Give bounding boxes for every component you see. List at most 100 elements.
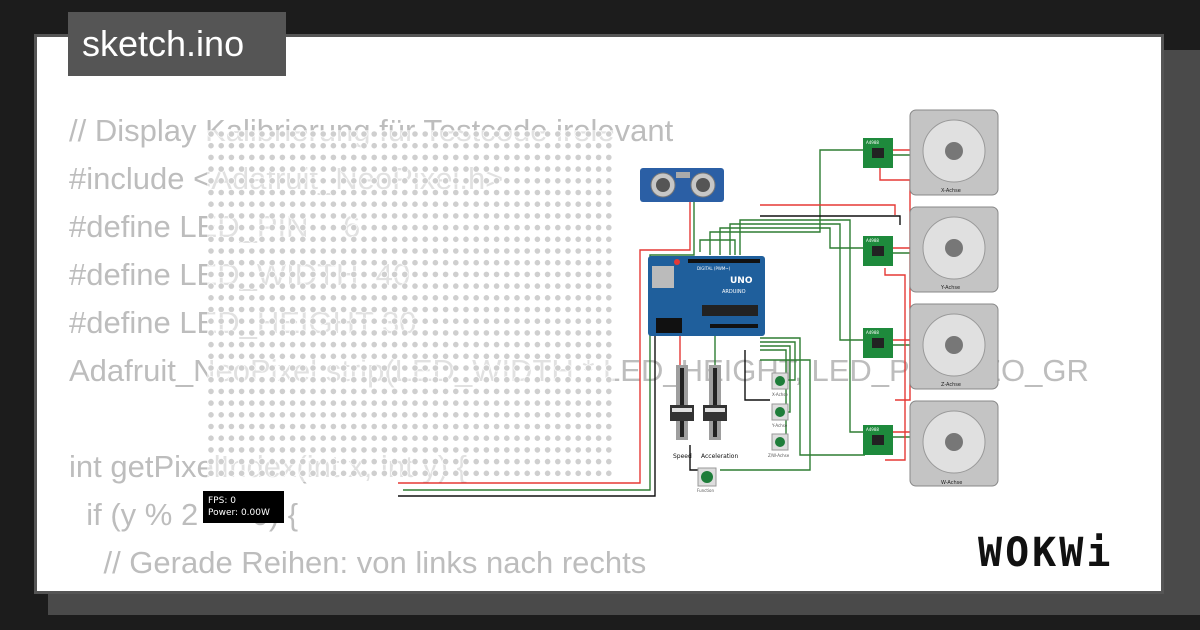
led-pixel	[411, 259, 419, 267]
led-pixel	[574, 329, 582, 337]
led-pixel	[238, 177, 246, 185]
led-pixel	[594, 399, 603, 407]
led-pixel	[462, 329, 470, 337]
led-pixel	[217, 434, 225, 442]
led-pixel	[513, 364, 521, 372]
led-pixel	[217, 294, 225, 302]
led-pixel	[564, 469, 572, 477]
led-pixel	[554, 153, 562, 161]
driver-y[interactable]: A4988	[863, 236, 893, 266]
led-pixel	[594, 411, 603, 419]
led-pixel	[452, 399, 460, 407]
led-pixel	[238, 340, 246, 349]
led-pixel	[299, 282, 307, 290]
led-pixel	[401, 235, 409, 243]
led-pixel	[513, 340, 521, 349]
led-pixel	[594, 376, 603, 384]
led-pixel	[503, 130, 511, 138]
led-pixel	[278, 224, 286, 232]
button-y-achse[interactable]	[771, 403, 789, 421]
led-pixel	[360, 188, 368, 197]
led-pixel	[492, 235, 501, 243]
led-pixel	[258, 364, 266, 372]
led-pixel	[248, 177, 256, 185]
led-pixel	[288, 212, 297, 220]
motor-z[interactable]	[909, 303, 999, 390]
led-pixel	[533, 434, 542, 442]
led-pixel	[350, 399, 358, 407]
motor-y[interactable]	[909, 206, 999, 293]
led-pixel	[431, 364, 439, 372]
led-pixel	[605, 294, 613, 302]
led-pixel	[227, 294, 235, 302]
led-pixel	[554, 329, 562, 337]
led-pixel	[533, 247, 542, 255]
led-pixel	[288, 142, 297, 150]
led-pixel	[288, 340, 297, 349]
led-pixel	[401, 399, 409, 407]
driver-z[interactable]: A4988	[863, 328, 893, 358]
arduino-brand: ARDUINO	[722, 289, 746, 295]
led-pixel	[258, 434, 266, 442]
led-pixel	[401, 364, 409, 372]
led-pixel	[574, 294, 582, 302]
led-pixel	[462, 130, 470, 138]
led-pixel	[482, 247, 490, 255]
slider-speed[interactable]	[670, 365, 694, 440]
button-z-w-achse[interactable]	[771, 433, 789, 451]
led-pixel	[217, 270, 225, 278]
button-x-achse[interactable]	[771, 372, 789, 390]
led-pixel	[482, 469, 490, 477]
led-pixel	[309, 469, 317, 477]
led-pixel	[533, 294, 542, 302]
slider-acceleration[interactable]	[703, 365, 727, 440]
led-pixel	[309, 153, 317, 161]
led-pixel	[380, 130, 388, 138]
led-pixel	[360, 317, 368, 325]
led-pixel	[543, 177, 552, 185]
led-pixel	[238, 200, 246, 208]
led-pixel	[452, 270, 460, 278]
button-function[interactable]	[697, 467, 717, 487]
led-pixel	[278, 352, 286, 360]
driver-x[interactable]: A4988	[863, 138, 893, 168]
led-pixel	[319, 235, 327, 243]
led-pixel	[605, 399, 613, 407]
led-pixel	[594, 387, 603, 395]
led-pixel	[319, 422, 327, 431]
led-pixel	[462, 200, 470, 208]
led-pixel	[288, 235, 297, 243]
led-pixel	[309, 212, 317, 220]
led-pixel	[329, 364, 337, 372]
led-pixel	[543, 340, 552, 349]
led-pixel	[574, 270, 582, 278]
led-pixel	[594, 270, 603, 278]
led-pixel	[238, 352, 246, 360]
file-tab[interactable]: sketch.ino	[68, 12, 286, 76]
led-pixel	[299, 446, 307, 454]
led-pixel	[472, 305, 480, 314]
led-pixel	[472, 188, 480, 197]
ultrasonic-sensor[interactable]	[640, 168, 724, 202]
led-pixel	[452, 434, 460, 442]
arduino-uno[interactable]: UNO ARDUINO DIGITAL (PWM~)	[648, 256, 765, 336]
led-pixel	[217, 469, 225, 477]
led-pixel	[503, 247, 511, 255]
led-pixel	[360, 329, 368, 337]
led-pixel	[299, 317, 307, 325]
led-pixel	[319, 317, 327, 325]
led-pixel	[462, 224, 470, 232]
motor-x[interactable]	[909, 109, 999, 196]
led-pixel	[533, 422, 542, 431]
motor-w[interactable]	[909, 400, 999, 487]
led-pixel	[339, 340, 348, 349]
led-pixel	[278, 270, 286, 278]
led-pixel	[462, 270, 470, 278]
led-pixel	[482, 224, 490, 232]
led-pixel	[554, 469, 562, 477]
led-pixel	[248, 422, 256, 431]
led-pixel	[288, 422, 297, 431]
driver-w[interactable]: A4988	[863, 425, 893, 455]
led-pixel	[309, 411, 317, 419]
led-pixel	[227, 188, 235, 197]
